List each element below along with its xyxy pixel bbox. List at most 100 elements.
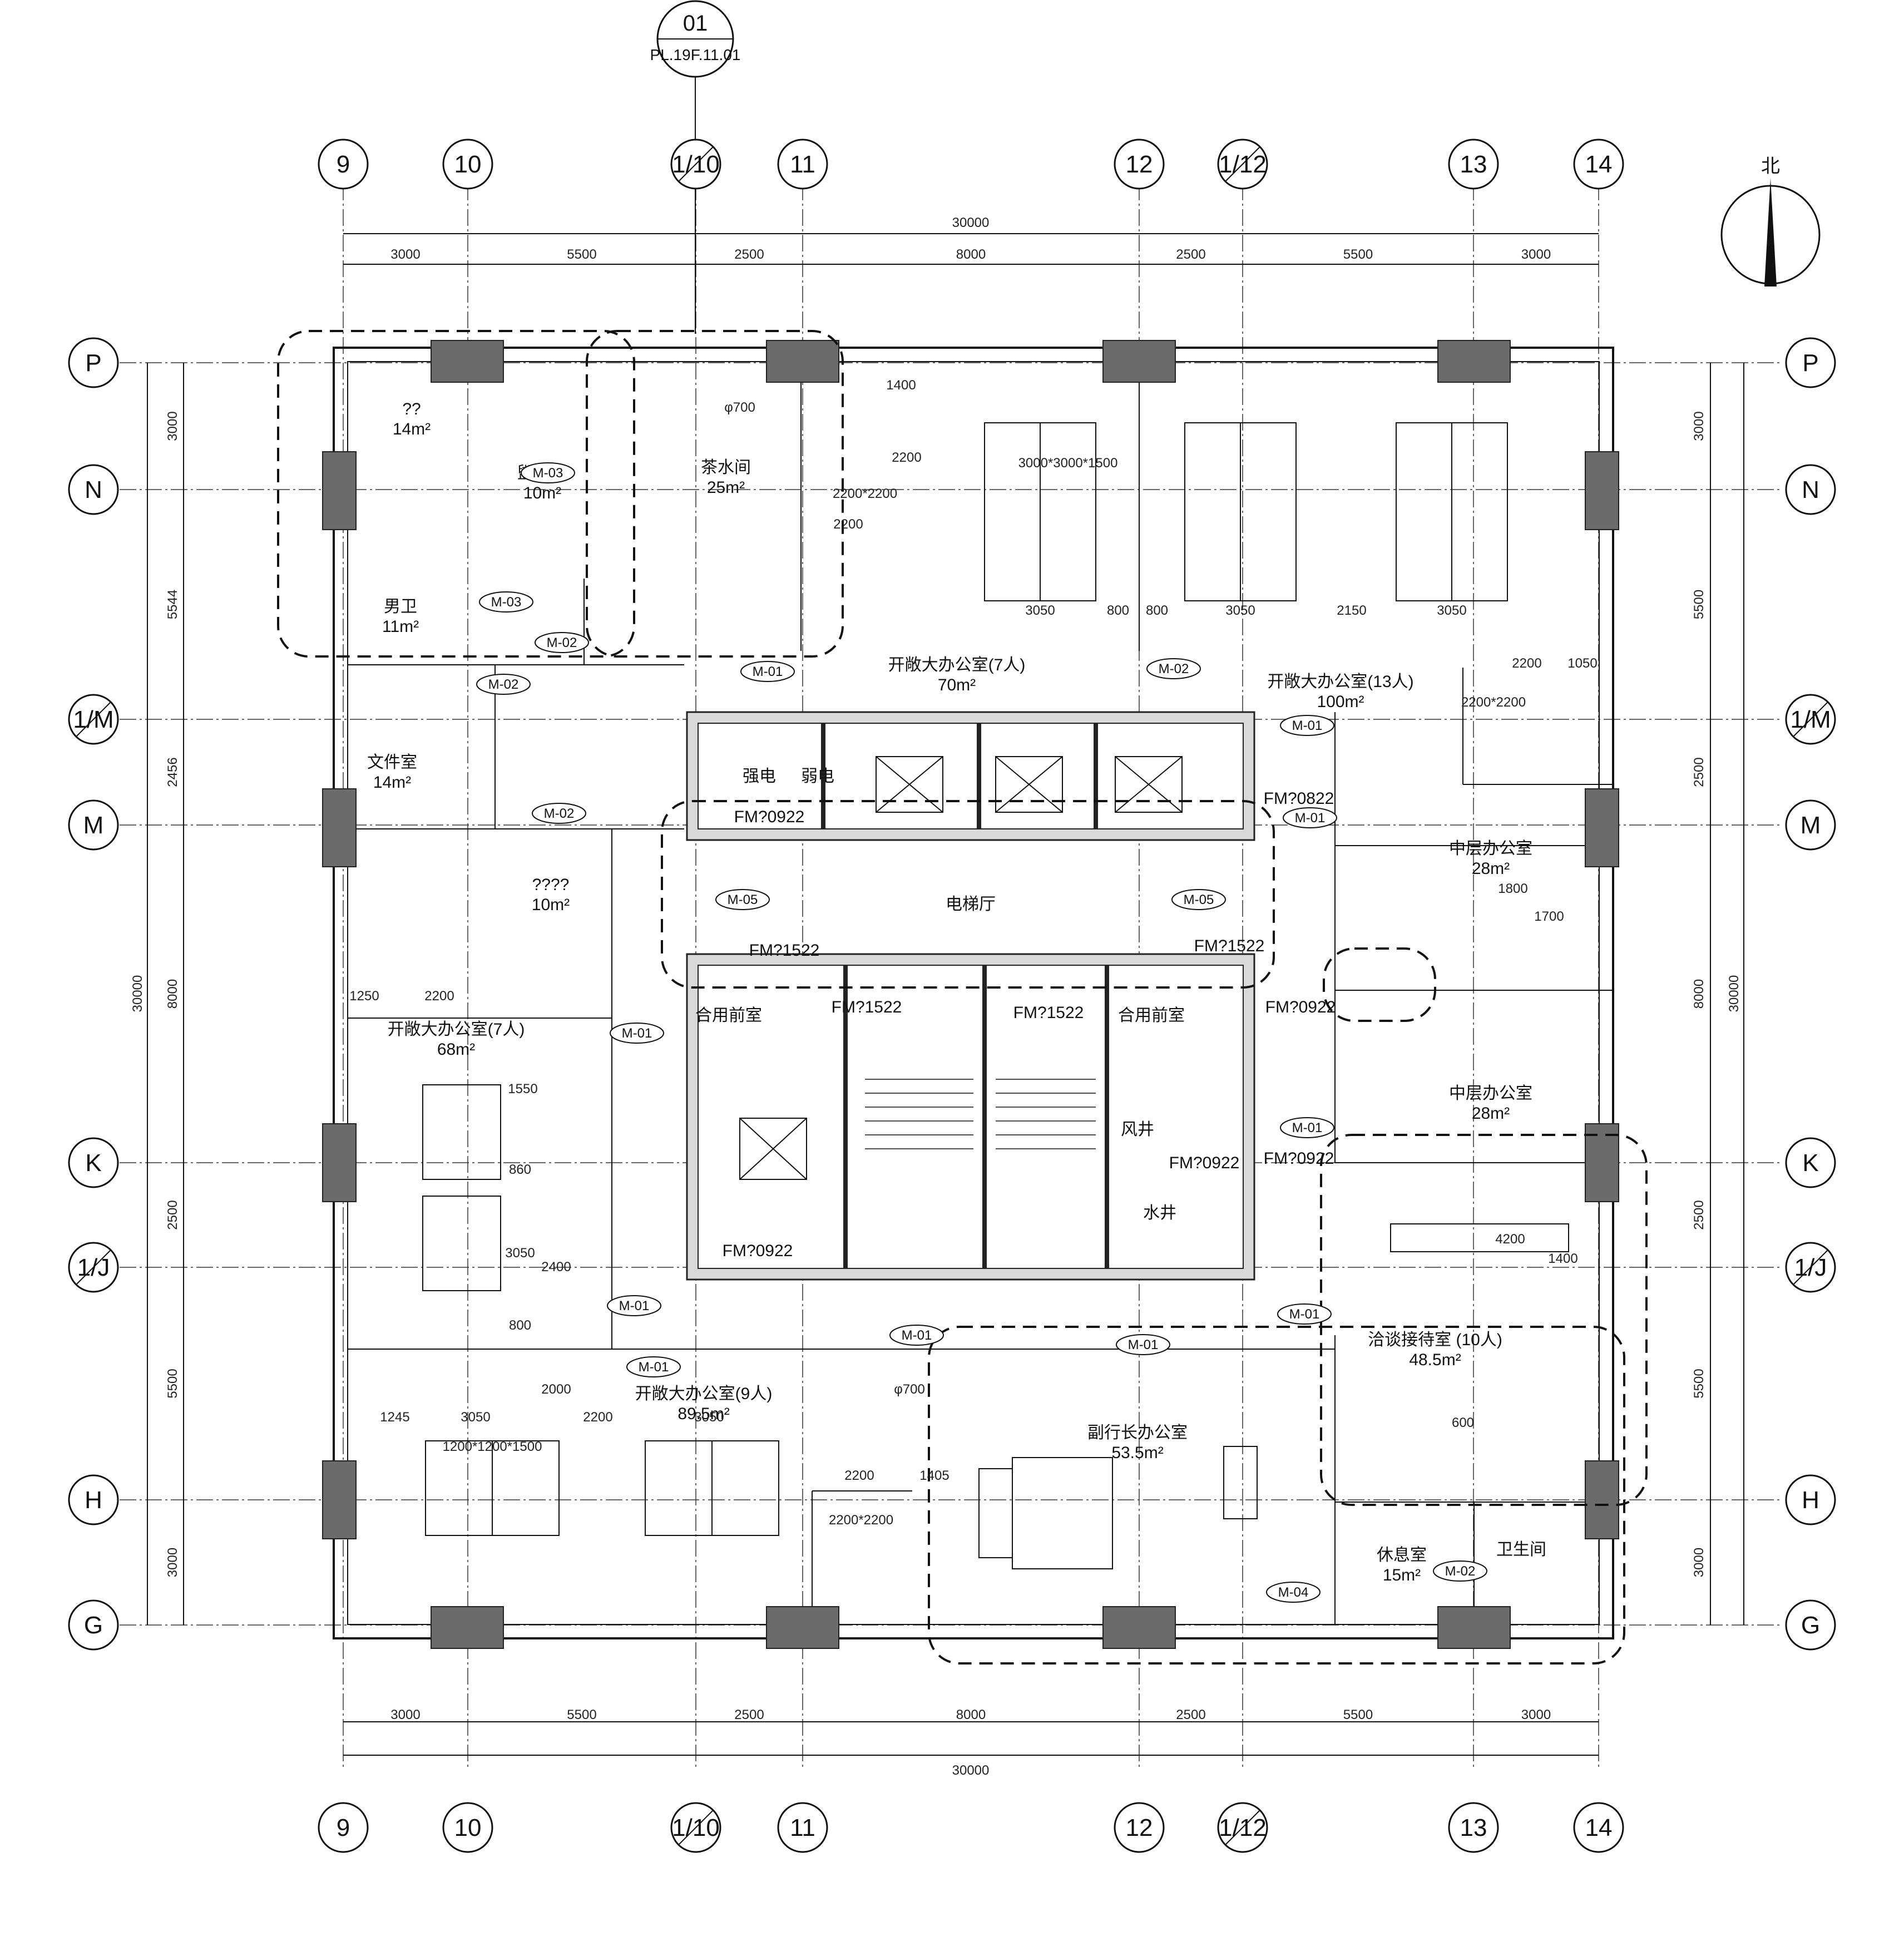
door-tag-4: M-02 xyxy=(544,806,575,821)
door-tag-oval-16 xyxy=(1280,715,1334,736)
left-span-dim-6: 3000 xyxy=(165,1548,180,1577)
door-tag-9: M-05 xyxy=(728,892,758,907)
fire-door-6: FM?0922 xyxy=(1169,1154,1240,1172)
door-tag-oval-19 xyxy=(1283,807,1337,828)
workstation-clusters xyxy=(422,422,1569,1569)
door-tag-14: M-01 xyxy=(1289,1307,1320,1322)
fire-door-5: FM?0922 xyxy=(1265,998,1336,1016)
room-area-6: 70m² xyxy=(938,676,976,694)
local-dim-26: φ700 xyxy=(894,1382,925,1397)
door-tag-15: M-01 xyxy=(1292,1120,1323,1135)
fire-door-3: FM?1522 xyxy=(832,998,902,1016)
local-dim-6: 800 xyxy=(1146,603,1168,618)
building-core xyxy=(686,711,1255,1281)
local-dim-22: 3050 xyxy=(461,1410,490,1425)
left-span-dim-4: 2500 xyxy=(165,1200,180,1229)
bottom-span-dim-6: 3000 xyxy=(1521,1707,1551,1722)
dimension-labels: 3000030000300030005500550025002500800080… xyxy=(130,215,1744,1778)
room-name-17: 水井 xyxy=(1143,1204,1176,1222)
local-dim-24: 2200 xyxy=(583,1410,612,1425)
grid-col-bottom-5-slash xyxy=(1225,1810,1260,1845)
door-tag-12: M-01 xyxy=(902,1328,932,1343)
door-tag-oval-11 xyxy=(626,1356,681,1377)
door-tag-oval-12 xyxy=(889,1325,944,1346)
local-dim-23: 2000 xyxy=(541,1382,571,1397)
fire-door-8: FM?0922 xyxy=(723,1242,793,1260)
room-name-9: 中层办公室 xyxy=(1449,839,1532,858)
room-name-21: 休息室 xyxy=(1377,1546,1427,1564)
door-tag-oval-15 xyxy=(1280,1117,1334,1138)
left-span-dim-1: 5544 xyxy=(165,590,180,619)
top-span-dim-5: 5500 xyxy=(1343,247,1373,262)
room-area-10: 28m² xyxy=(1472,1104,1510,1123)
room-name-12: 强电 xyxy=(743,767,776,786)
top-span-dim-3: 8000 xyxy=(956,247,986,262)
door-tag-oval-7 xyxy=(610,1023,664,1044)
top-span-dim-0: 3000 xyxy=(390,247,420,262)
door-tag-6: M-02 xyxy=(1159,661,1189,676)
top-span-dim-4: 2500 xyxy=(1176,247,1205,262)
local-dim-20: 800 xyxy=(509,1318,531,1333)
grid-col-bottom-0: 9 xyxy=(337,1814,350,1841)
grid-row-right-7-circle xyxy=(1785,1599,1836,1651)
room-name-6: 开敞大办公室(7人) xyxy=(888,656,1026,674)
grid-row-left-2: 1/M xyxy=(73,706,113,733)
door-tag-oval-17 xyxy=(1266,1582,1321,1603)
grid-row-right-1-circle xyxy=(1785,464,1836,515)
door-tag-oval-1 xyxy=(479,591,533,613)
door-tag-18: M-02 xyxy=(1445,1564,1476,1579)
grid-col-bottom-1: 10 xyxy=(454,1814,482,1841)
room-area-9: 28m² xyxy=(1472,860,1510,878)
room-name-3: 茶水间 xyxy=(701,458,751,477)
room-name-11: 电梯厅 xyxy=(946,895,996,913)
local-dim-18: 3050 xyxy=(505,1246,535,1261)
bottom-span-dim-2: 2500 xyxy=(734,1707,764,1722)
grid-col-top-2-slash xyxy=(679,147,713,181)
desk-size-0: 2200*2200 xyxy=(833,486,897,501)
local-dim-17: 860 xyxy=(509,1162,531,1177)
left-span-dim-5: 5500 xyxy=(165,1369,180,1398)
local-dim-2: 2200 xyxy=(833,517,863,532)
grid-col-bottom-3: 11 xyxy=(790,1814,815,1841)
bottom-span-dim-5: 5500 xyxy=(1343,1707,1373,1722)
room-name-8: 开敞大办公室(7人) xyxy=(388,1020,525,1039)
grid-col-bottom-2: 1/10 xyxy=(672,1814,720,1841)
grid-row-left-6: H xyxy=(85,1486,102,1514)
door-tag-8: M-01 xyxy=(619,1298,650,1313)
section-bubble: 01 PL.19F.11.01 xyxy=(650,0,741,334)
room-name-10: 中层办公室 xyxy=(1449,1084,1532,1103)
door-tag-oval-0 xyxy=(521,462,575,483)
grid-col-top-4: 12 xyxy=(1126,151,1153,178)
room-name-2: 男卫 xyxy=(384,597,417,616)
room-name-5: ???? xyxy=(532,876,570,894)
grid-col-bottom-5: 1/12 xyxy=(1219,1814,1267,1841)
grid-col-top-3: 11 xyxy=(790,151,815,178)
room-name-20: 洽谈接待室 (10人) xyxy=(1368,1331,1502,1349)
room-area-5: 10m² xyxy=(532,896,570,914)
grid-row-right-5: 1/J xyxy=(1794,1254,1827,1281)
desk-size-2: 2200*2200 xyxy=(1461,695,1526,710)
fire-door-4: FM?1522 xyxy=(1013,1004,1084,1022)
room-area-8: 68m² xyxy=(437,1040,475,1059)
grid-row-left-5: 1/J xyxy=(77,1254,110,1281)
desk-size-labels: 2200*22003000*3000*15002200*22001200*120… xyxy=(443,456,1526,1528)
door-tag-5: M-01 xyxy=(753,664,783,679)
door-tag-oval-4 xyxy=(532,803,586,824)
local-dim-7: 3050 xyxy=(1225,603,1255,618)
grid-row-right-6-circle xyxy=(1785,1474,1836,1525)
grid-row-right-5-slash xyxy=(1793,1250,1828,1285)
room-labels: ??14m²盥洗间10m²男卫11m²茶水间25m²文件室14m²????10m… xyxy=(367,400,1546,1584)
room-area-20: 48.5m² xyxy=(1409,1351,1461,1369)
local-dim-25: 3050 xyxy=(694,1410,724,1425)
left-total-dim: 30000 xyxy=(130,975,145,1013)
grid-col-top-5-slash xyxy=(1225,147,1260,181)
door-tag-19: M-01 xyxy=(1295,811,1326,826)
grid-row-left-3: M xyxy=(83,812,104,839)
interior-partitions xyxy=(348,362,1613,1624)
section-ref: PL.19F.11.01 xyxy=(650,46,741,63)
grid-row-right-6: H xyxy=(1802,1486,1819,1514)
local-dim-27: 2200 xyxy=(844,1468,874,1483)
fire-door-2: FM?1522 xyxy=(1194,937,1265,955)
